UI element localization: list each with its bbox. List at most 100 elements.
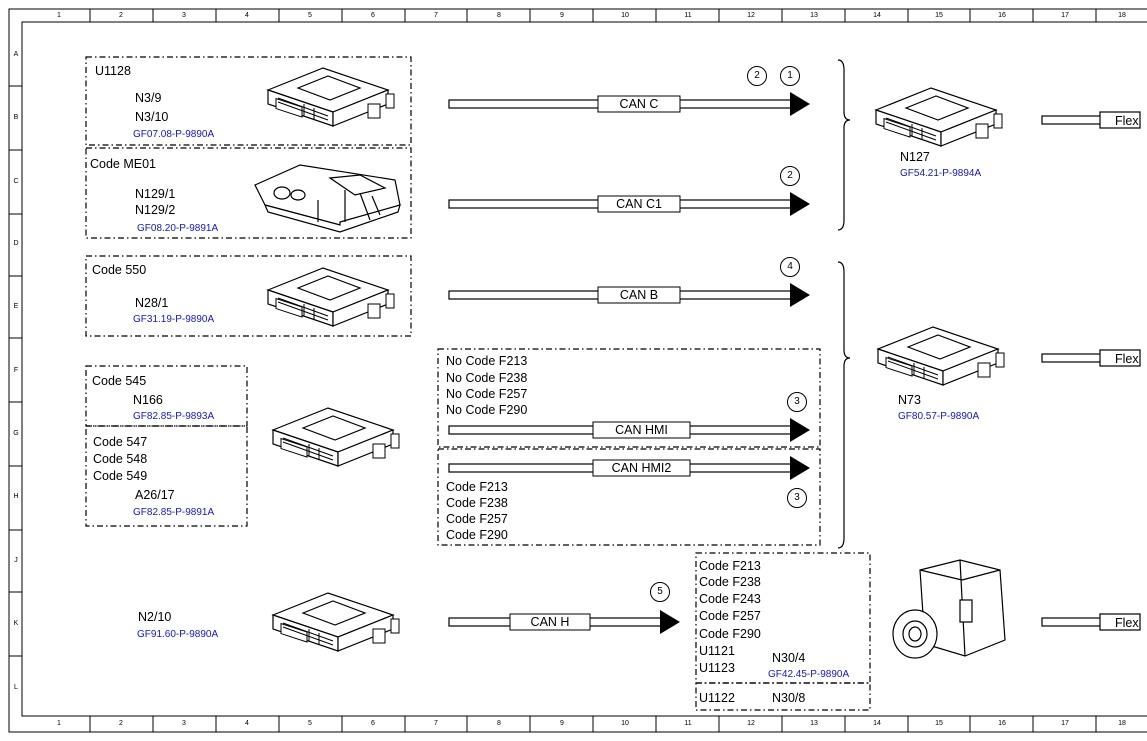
column-label: 1 [57,720,61,727]
row-label: K [13,620,19,627]
component-label: N129/2 [135,203,176,217]
column-label: 7 [434,720,438,727]
column-label: 11 [684,720,692,727]
note-marker[interactable]: 3 [787,488,807,508]
code-label: No Code F257 [446,387,528,401]
component-label: N129/1 [135,187,176,201]
column-label: 12 [747,720,755,727]
control-unit-icon [875,87,1003,147]
column-label: 1 [57,12,61,19]
row-label: A [13,51,19,58]
component-label: N166 [133,393,163,407]
column-label: 10 [621,720,629,727]
row-label: G [13,430,19,437]
row-label: F [13,367,19,374]
note-marker[interactable]: 1 [780,66,800,86]
column-label: 5 [308,720,312,727]
control-unit-icon [272,407,400,467]
column-label: 17 [1061,720,1069,727]
bus-label-can-hmi: CAN HMI [615,423,668,437]
bus-label-flex: Flex [1115,352,1139,366]
group-title: Code ME01 [90,157,157,171]
camera-unit-icon [892,559,1006,659]
column-label: 3 [182,12,186,19]
note-marker[interactable]: 2 [780,166,800,186]
row-label: L [14,684,18,691]
column-label: 13 [810,720,818,727]
row-label: J [14,557,18,564]
code-label: Code F257 [446,512,508,526]
code-label: No Code F238 [446,371,528,385]
reference-link[interactable]: GF07.08-P-9890A [133,129,215,140]
column-label: 16 [998,12,1006,19]
code-label: Code F238 [699,575,761,589]
column-label: 9 [560,12,564,19]
note-marker[interactable]: 4 [780,257,800,277]
column-label: 10 [621,12,629,19]
note-marker[interactable]: 3 [787,392,807,412]
bus-label-flex: Flex [1115,616,1139,630]
group-title: Code 545 [92,374,147,388]
code-label: No Code F213 [446,354,528,368]
column-label: 2 [119,12,123,19]
note-marker[interactable]: 2 [747,66,767,86]
column-label: 5 [308,12,312,19]
control-unit-icon [877,326,1005,386]
column-label: 18 [1118,720,1126,727]
engine-control-unit-icon [254,164,401,233]
code-label: Code F257 [699,609,761,623]
component-label: N30/8 [772,691,806,705]
column-label: 8 [497,12,501,19]
bus-label-can-c: CAN C [619,97,659,111]
code-label: Code F213 [446,480,508,494]
group-title: Code 550 [92,263,147,277]
component-label: N28/1 [135,296,169,310]
row-label: H [13,493,19,500]
column-label: 4 [245,720,249,727]
column-label: 6 [371,12,375,19]
group-title: U1128 [95,64,131,78]
note-marker[interactable]: 5 [650,582,670,602]
row-label: B [13,114,19,121]
reference-link[interactable]: GF82.85-P-9893A [133,411,215,422]
control-unit-icon [267,67,395,127]
control-unit-icon [272,592,400,652]
code-label: U1122 [699,691,735,705]
column-label: 9 [560,720,564,727]
code-label: U1121 [699,644,735,658]
reference-link[interactable]: GF08.20-P-9891A [137,223,219,234]
bus-label-can-h: CAN H [530,615,570,629]
reference-link[interactable]: GF31.19-P-9890A [133,314,215,325]
column-label: 13 [810,12,818,19]
code-label: Code 549 [93,469,148,483]
column-label: 6 [371,720,375,727]
code-label: Code F290 [699,627,761,641]
component-label: N2/10 [138,610,172,624]
column-label: 17 [1061,12,1069,19]
code-label: U1123 [699,661,735,675]
bus-label-can-c1: CAN C1 [616,197,662,211]
code-label: Code F238 [446,496,508,510]
column-label: 4 [245,12,249,19]
component-label: N73 [898,393,921,407]
column-label: 15 [935,12,943,19]
column-label: 16 [998,720,1006,727]
row-label: E [13,303,19,310]
column-label: 11 [684,12,692,19]
column-label: 14 [873,12,881,19]
reference-link[interactable]: GF42.45-P-9890A [768,669,850,680]
component-label: N127 [900,150,930,164]
bus-label-can-hmi2: CAN HMI2 [611,461,672,475]
component-label: N3/9 [135,91,162,105]
reference-link[interactable]: GF82.85-P-9891A [133,507,215,518]
column-label: 14 [873,720,881,727]
reference-link[interactable]: GF80.57-P-9890A [898,411,980,422]
reference-link[interactable]: GF91.60-P-9890A [137,629,219,640]
column-label: 12 [747,12,755,19]
reference-link[interactable]: GF54.21-P-9894A [900,168,982,179]
control-unit-icon [267,267,395,327]
component-label: A26/17 [135,488,175,502]
code-label: Code F290 [446,528,508,542]
column-label: 8 [497,720,501,727]
column-label: 2 [119,720,123,727]
